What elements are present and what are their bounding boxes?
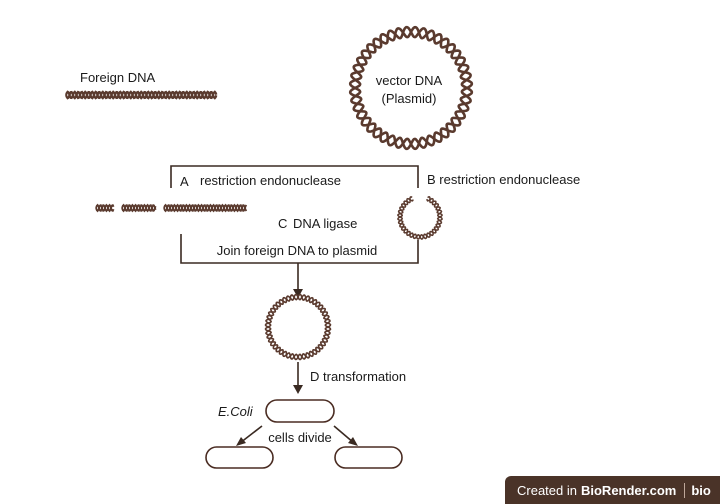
arrow-head-icon (293, 289, 303, 298)
biorender-logo-icon: bio (684, 482, 711, 498)
join-label: Join foreign DNA to plasmid (217, 243, 377, 258)
cells-divide-label: cells divide (268, 430, 332, 445)
ecoli-cell-parent (265, 399, 335, 423)
arrow-left-division (239, 425, 263, 444)
watermark-created-text: Created in (517, 482, 577, 498)
step-b-label: B restriction endonuclease (427, 172, 580, 187)
step-a-letter: A (180, 174, 189, 189)
ligation-bracket (180, 234, 419, 264)
ecoli-label: E.Coli (218, 404, 254, 419)
foreign-dna-helix (64, 90, 218, 100)
ecoli-cell-daughter-left (205, 446, 274, 469)
step-c-letter: C (278, 216, 287, 231)
arrow-head-icon (348, 437, 358, 446)
step-a-label: restriction endonuclease (200, 173, 341, 188)
recombinant-plasmid-icon (264, 293, 332, 361)
step-d-label: D transformation (310, 369, 406, 384)
watermark-brand: BioRender.com (580, 482, 677, 498)
restriction-bracket (170, 165, 419, 188)
plasmid-label: (Plasmid) (382, 91, 437, 106)
opened-plasmid-icon (397, 195, 443, 240)
ecoli-cell-daughter-right (334, 446, 403, 469)
foreign-dna-label: Foreign DNA (80, 70, 155, 85)
arrow-head-icon (293, 385, 303, 394)
vector-dna-label: vector DNA (376, 73, 443, 88)
biorender-watermark[interactable]: Created in BioRender.com bio (505, 476, 720, 504)
step-c-label: DNA ligase (293, 216, 357, 231)
vector-plasmid-icon (348, 25, 474, 151)
arrow-head-icon (236, 437, 246, 446)
cut-dna-fragments (95, 203, 248, 213)
